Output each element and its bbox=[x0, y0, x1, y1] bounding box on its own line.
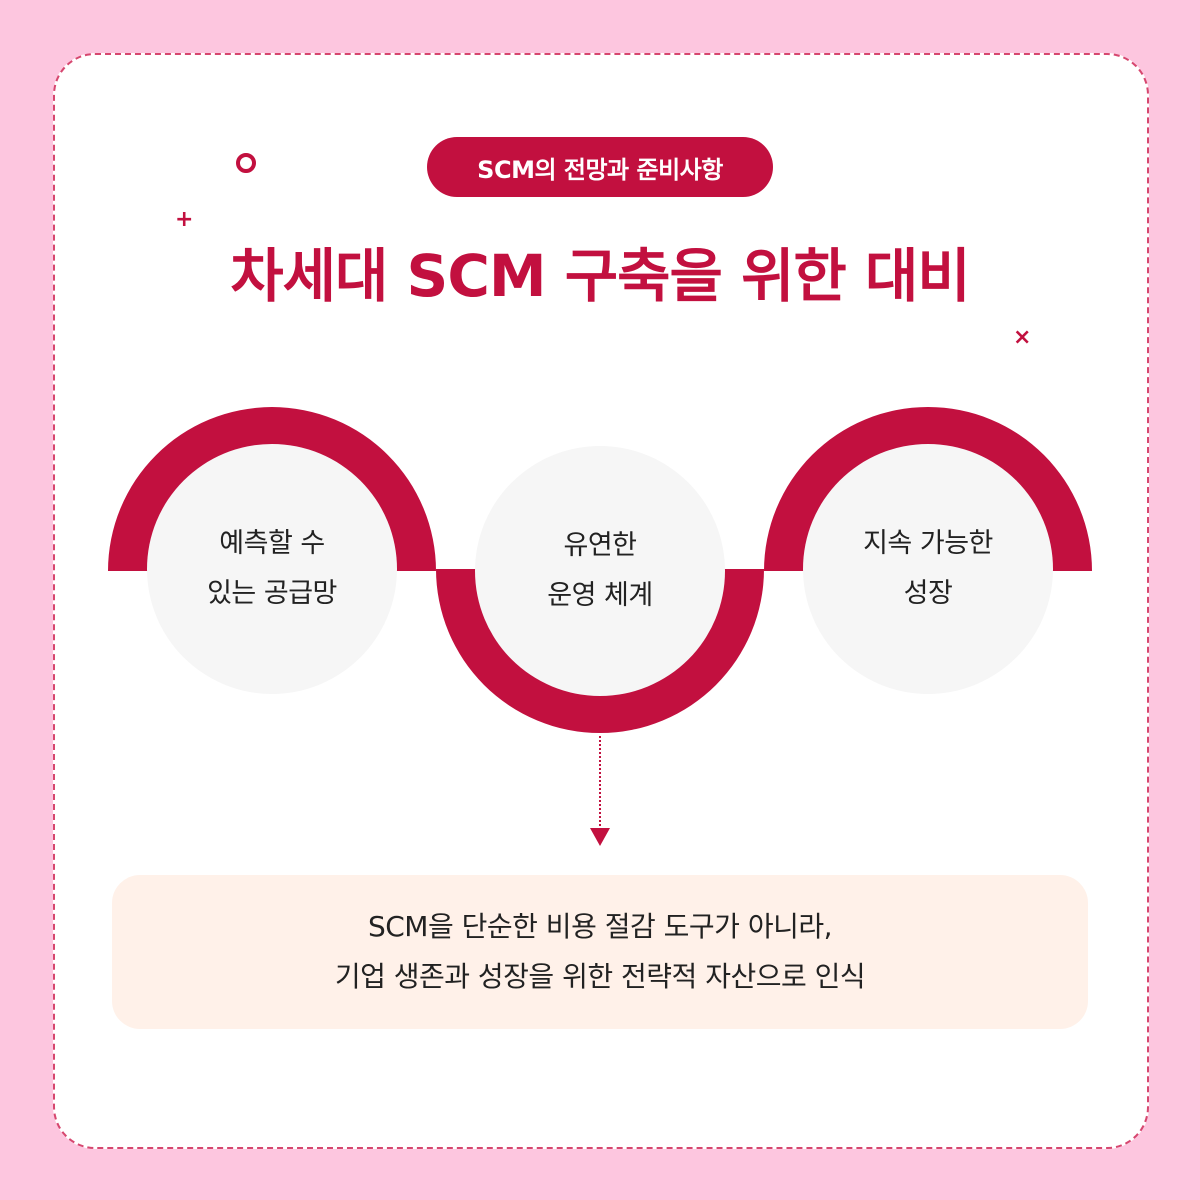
ring-decoration-icon bbox=[236, 153, 256, 173]
step-sustainable-growth: 지속 가능한 성장 bbox=[803, 444, 1053, 694]
section-badge: SCM의 전망과 준비사항 bbox=[427, 137, 773, 197]
arc-middle bbox=[436, 569, 764, 733]
step-predictable-supply-chain: 예측할 수 있는 공급망 bbox=[147, 444, 397, 694]
dotted-connector bbox=[599, 736, 601, 826]
arrow-down-icon bbox=[590, 828, 610, 846]
step-line: 운영 체계 bbox=[547, 580, 653, 611]
summary-line: SCM을 단순한 비용 절감 도구가 아니라, bbox=[367, 910, 833, 943]
arc-left bbox=[108, 407, 436, 571]
step-line: 예측할 수 bbox=[219, 528, 325, 559]
arc-right bbox=[764, 407, 1092, 571]
cross-decoration-icon: × bbox=[1013, 325, 1032, 350]
page-title: 차세대 SCM 구축을 위한 대비 bbox=[230, 242, 970, 310]
summary-line: 기업 생존과 성장을 위한 전략적 자산으로 인식 bbox=[334, 960, 866, 993]
step-line: 지속 가능한 bbox=[863, 528, 993, 559]
step-line: 유연한 bbox=[563, 530, 637, 561]
plus-decoration-icon: + bbox=[175, 207, 194, 232]
summary-box: SCM을 단순한 비용 절감 도구가 아니라, 기업 생존과 성장을 위한 전략… bbox=[112, 875, 1088, 1029]
step-line: 있는 공급망 bbox=[207, 578, 337, 609]
step-flexible-operations: 유연한 운영 체계 bbox=[475, 446, 725, 696]
step-line: 성장 bbox=[903, 578, 953, 609]
